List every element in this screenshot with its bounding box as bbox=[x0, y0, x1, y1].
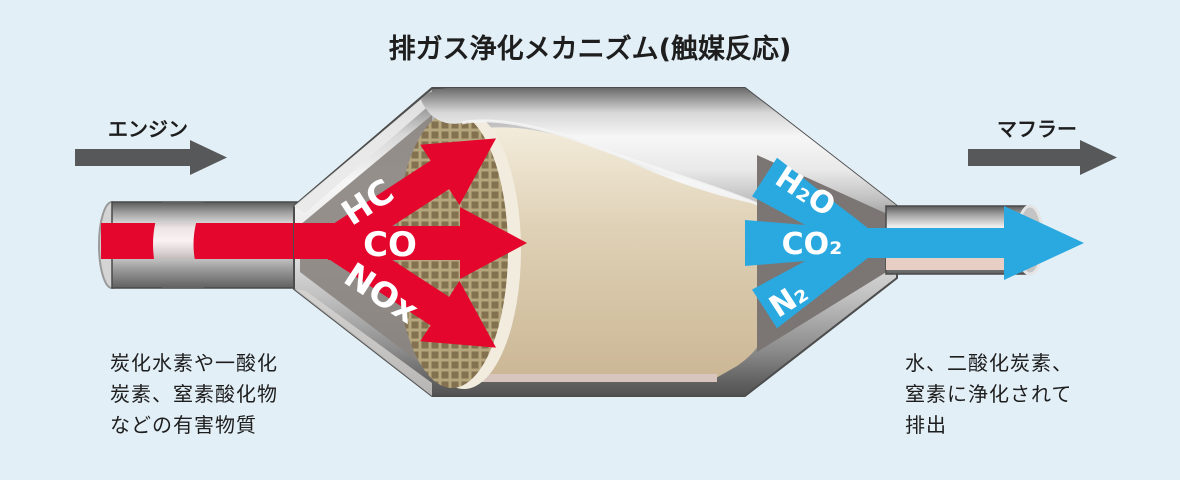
caption-left-line2: 炭素、窒素酸化物 bbox=[110, 382, 278, 406]
engine-flow-arrow-icon bbox=[75, 140, 227, 175]
co2-label: CO₂ bbox=[782, 227, 843, 262]
inlet-pipe bbox=[98, 201, 316, 289]
purified-stream-out bbox=[862, 228, 1008, 258]
co-arrow-icon bbox=[328, 207, 527, 279]
exhaust-stream-in bbox=[101, 223, 300, 259]
n2-stream-icon bbox=[751, 232, 874, 329]
caption-right-line2: 窒素に浄化されて bbox=[905, 382, 1072, 406]
co-label: CO bbox=[363, 225, 417, 265]
caption-left-line3: などの有害物質 bbox=[110, 413, 257, 437]
catalyst-cylinder bbox=[458, 127, 770, 378]
purified-arrows bbox=[745, 157, 1084, 329]
muffler-label: マフラー bbox=[997, 117, 1077, 141]
pollutant-arrows bbox=[294, 138, 527, 348]
muffler-flow-arrow-icon bbox=[968, 140, 1117, 175]
caption-purified: 水、二酸化炭素、 窒素に浄化されて 排出 bbox=[905, 351, 1073, 437]
caption-pollutants: 炭化水素や一酸化 炭素、窒素酸化物 などの有害物質 bbox=[110, 351, 278, 437]
caption-right-line1: 水、二酸化炭素、 bbox=[905, 351, 1073, 375]
caption-left-line1: 炭化水素や一酸化 bbox=[110, 351, 278, 375]
nox-arrow-icon bbox=[319, 224, 497, 348]
shell-bottom-rim bbox=[455, 374, 717, 382]
outlet-arrowhead-icon bbox=[1004, 206, 1084, 280]
caption-right-line3: 排出 bbox=[905, 413, 947, 437]
page-title: 排ガス浄化メカニズム(触媒反応) bbox=[389, 33, 792, 65]
engine-label: エンジン bbox=[108, 117, 188, 141]
